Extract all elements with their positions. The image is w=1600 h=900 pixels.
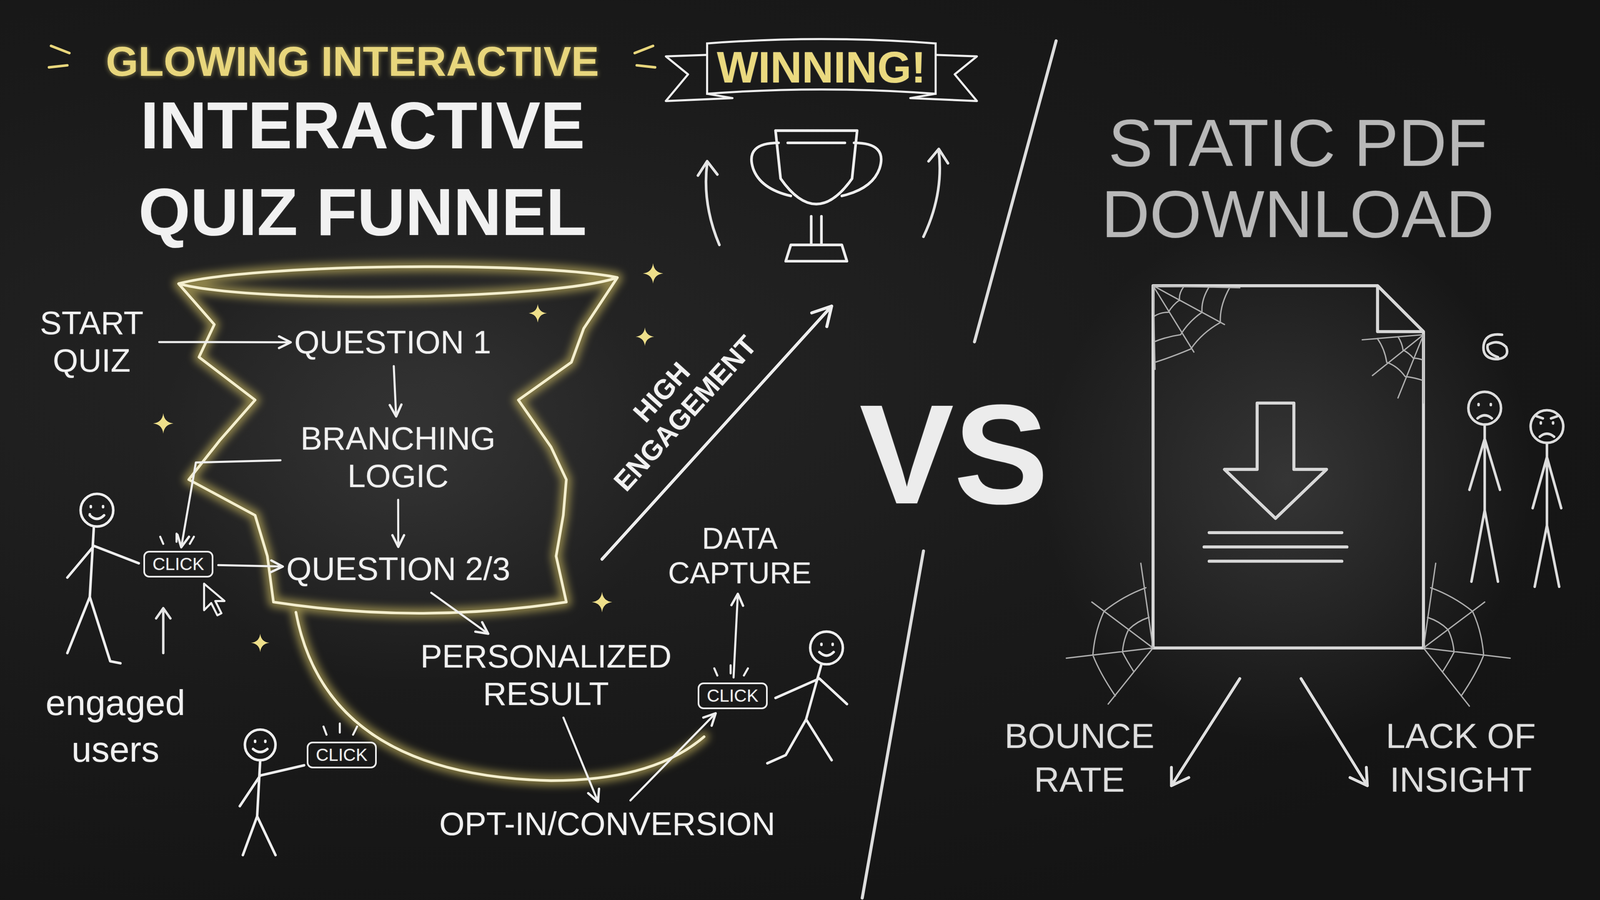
stick-figure-head — [810, 631, 843, 665]
flow-arrow — [630, 714, 715, 801]
flow-arrow — [181, 460, 281, 546]
flow-arrow — [563, 717, 598, 801]
click-button: CLICK — [143, 550, 214, 578]
note-label: engaged users — [36, 679, 195, 774]
flow-arrow — [733, 595, 738, 678]
funnel-glow — [178, 266, 704, 781]
click-ticks — [160, 533, 748, 735]
step-label: START QUIZ — [29, 304, 155, 380]
subheading: GLOWING INTERACTIVE — [105, 37, 599, 86]
arrow-label: HIGH ENGAGEMENT — [577, 301, 770, 505]
quiz-step: DATA CAPTURE — [660, 521, 819, 591]
flow-arrow — [159, 340, 290, 344]
pdf-outcome-arrows — [1171, 678, 1368, 787]
quiz-step: QUESTION 2/3 — [286, 550, 511, 589]
trophy — [751, 130, 882, 261]
up-arrow — [156, 608, 171, 654]
outcome-label: LACK OF INSIGHT — [1369, 714, 1553, 802]
quiz-step: BRANCHING LOGIC — [285, 420, 511, 495]
sparkle — [642, 263, 664, 284]
sad-figure — [1469, 334, 1508, 582]
click-button: CLICK — [306, 741, 377, 769]
mouse-cursor — [204, 583, 225, 616]
step-label: QUESTION 2/3 — [286, 550, 511, 589]
quiz-step: PERSONALIZED RESULT — [408, 638, 684, 713]
pdf-page — [1153, 285, 1424, 649]
versus-label: VS — [859, 373, 1049, 536]
button-label: CLICK — [706, 686, 759, 707]
quiz-step: START QUIZ — [29, 304, 155, 380]
chalk-dust — [1042, 214, 1533, 745]
flow-arrow — [393, 366, 397, 416]
sparkle — [250, 633, 270, 653]
heading: INTERACTIVE QUIZ FUNNEL — [116, 82, 609, 256]
button-label: CLICK — [315, 745, 368, 766]
sad-figure — [1532, 416, 1562, 587]
click-button: CLICK — [697, 682, 768, 710]
winning-banner: WINNING! — [662, 33, 981, 106]
step-label: QUESTION 1 — [294, 323, 491, 362]
stick-figure — [67, 506, 139, 664]
ribbon-band — [707, 39, 936, 94]
banner-label: WINNING! — [716, 42, 927, 93]
step-label: DATA CAPTURE — [660, 521, 819, 591]
funnel-outline — [178, 266, 704, 781]
step-label: PERSONALIZED RESULT — [408, 638, 684, 713]
quiz-step: OPT-IN/CONVERSION — [439, 805, 776, 844]
sparkle — [591, 591, 613, 613]
download-arrow — [1204, 403, 1348, 562]
flow-arrow — [218, 565, 282, 567]
cobwebs — [1066, 285, 1511, 707]
flow-arrow — [397, 499, 400, 546]
sparkle — [528, 304, 547, 323]
sad-figure-head — [1468, 391, 1501, 425]
trophy-arrows — [698, 149, 949, 246]
outcome-label: BOUNCE RATE — [991, 714, 1167, 802]
stick-figure — [239, 741, 304, 856]
step-label: BRANCHING LOGIC — [285, 420, 511, 495]
quiz-step: QUESTION 1 — [294, 323, 491, 362]
sad-figure-head — [1530, 410, 1564, 443]
stick-figure-head — [80, 493, 113, 527]
button-label: CLICK — [152, 554, 205, 575]
step-label: OPT-IN/CONVERSION — [439, 805, 776, 844]
sparkle — [635, 327, 654, 346]
sparkle — [152, 413, 174, 434]
flow-arrow — [431, 593, 488, 634]
stick-figure-head — [245, 729, 276, 761]
heading: STATIC PDF DOWNLOAD — [1068, 107, 1528, 250]
sparkles — [152, 263, 664, 653]
stick-figure — [767, 643, 847, 764]
